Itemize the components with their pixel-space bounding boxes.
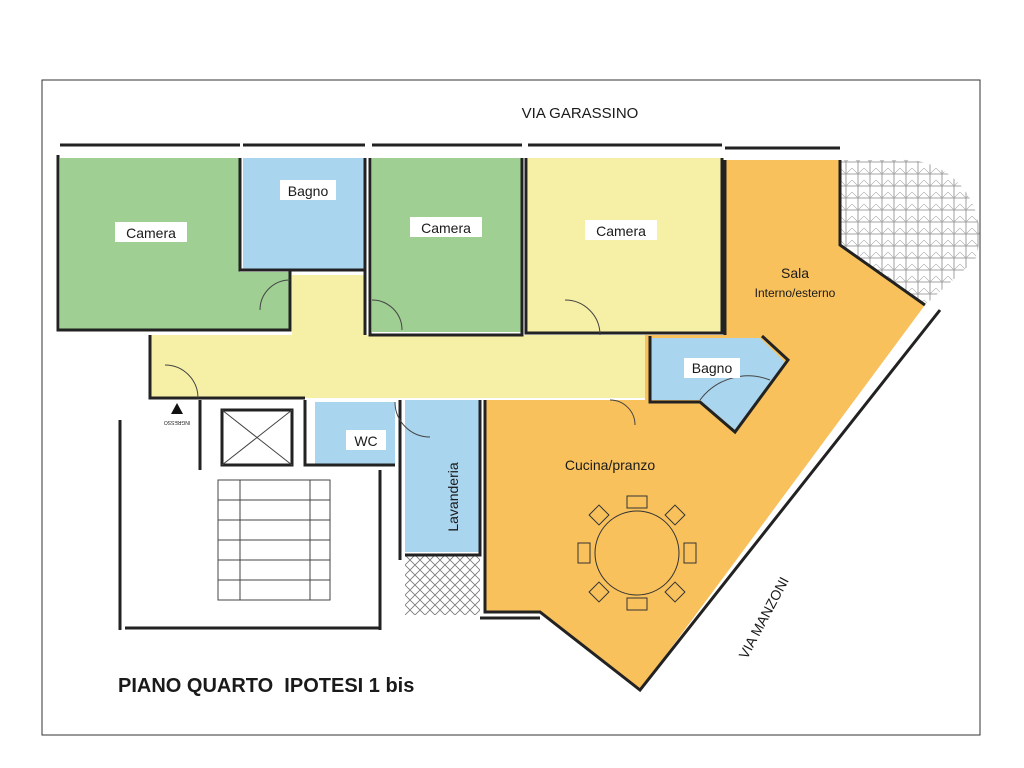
- room-bagno-1: [243, 158, 365, 270]
- stairs: [217, 479, 331, 601]
- label-camera-1: Camera: [126, 225, 176, 241]
- label-sala-sub: Interno/esterno: [755, 286, 836, 300]
- street-via-manzoni: VIA MANZONI: [735, 574, 791, 661]
- street-via-garassino: VIA GARASSINO: [522, 105, 639, 122]
- balcony-hatched: [405, 555, 480, 615]
- doors: [164, 279, 771, 438]
- label-bagno-2: Bagno: [692, 360, 733, 376]
- walls: [56, 143, 942, 693]
- dining-table: [577, 495, 697, 611]
- room-camera-3: [528, 158, 722, 332]
- entrance-label: INGRESSO: [164, 419, 191, 425]
- label-camera-3: Camera: [596, 223, 646, 239]
- entrance-arrow-icon: [171, 403, 183, 414]
- label-lavanderia: Lavanderia: [445, 462, 461, 531]
- label-sala: Sala: [781, 265, 809, 281]
- label-camera-2: Camera: [421, 220, 471, 236]
- label-bagno-1: Bagno: [288, 183, 329, 199]
- room-lavanderia: [405, 400, 480, 552]
- plan-title: PIANO QUARTO IPOTESI 1 bis: [118, 675, 414, 697]
- label-cucina: Cucina/pranzo: [565, 457, 655, 473]
- room-camera-1: [60, 158, 290, 330]
- room-camera-2: [372, 158, 522, 332]
- frame: [41, 79, 981, 736]
- label-wc: WC: [354, 433, 377, 449]
